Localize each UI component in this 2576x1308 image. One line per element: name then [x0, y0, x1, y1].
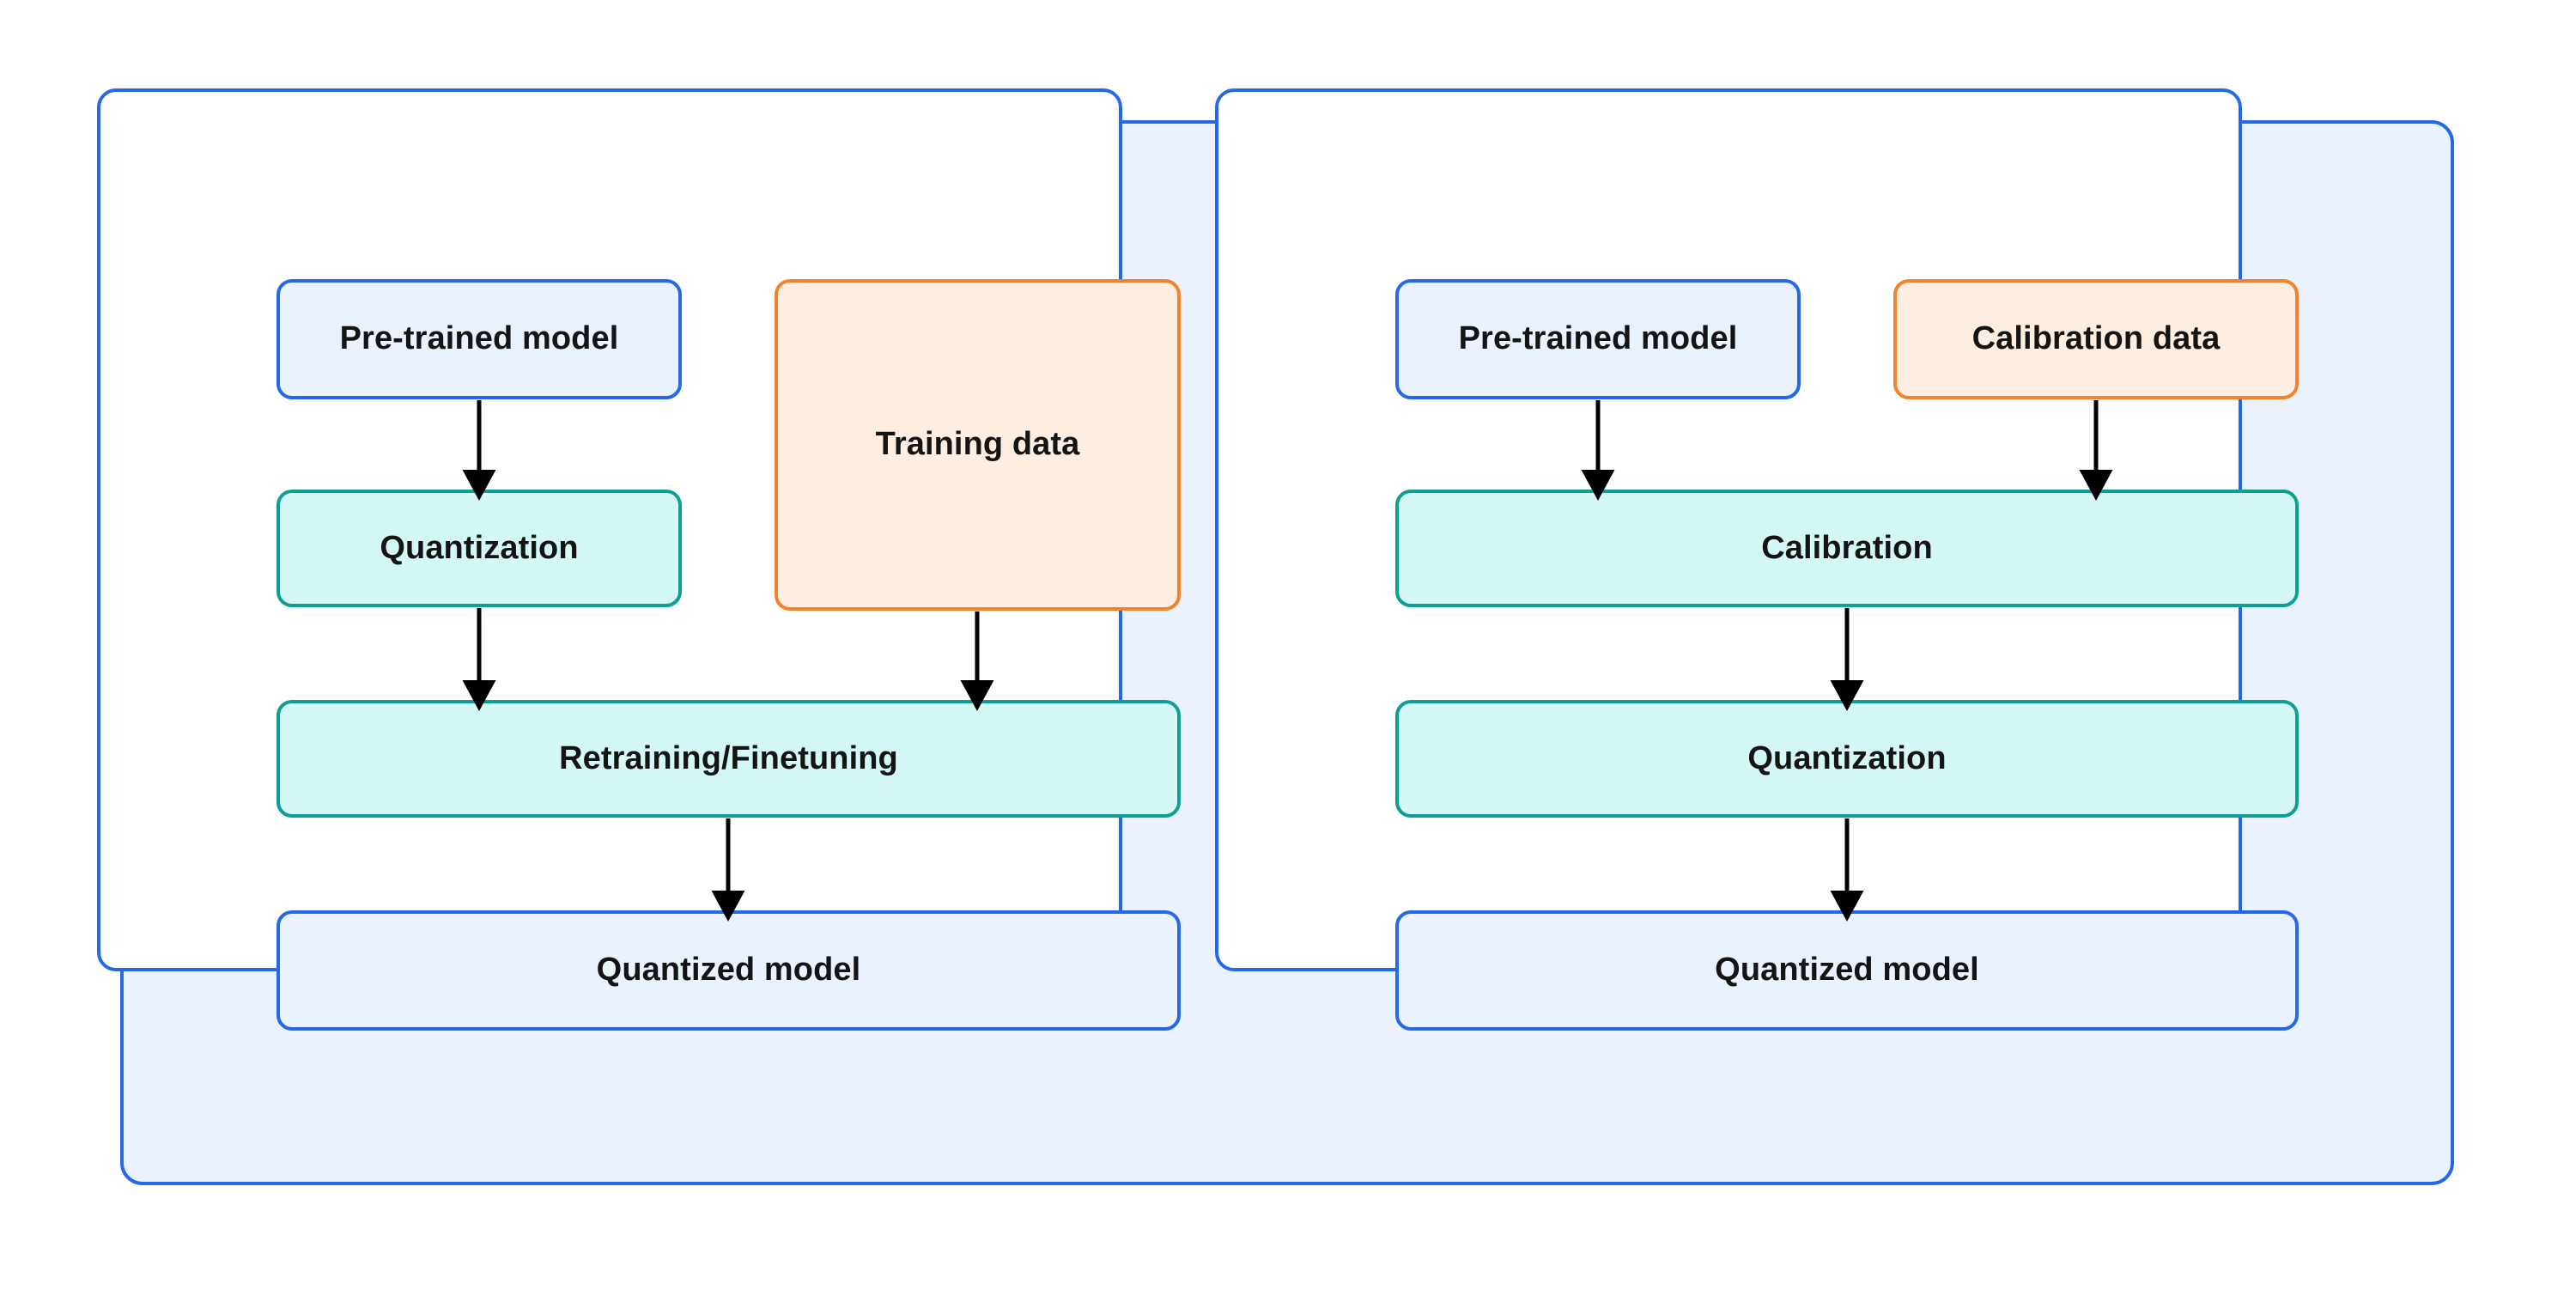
node-pre-trained-model[interactable]: Pre-trained model — [276, 279, 682, 399]
node-pre-trained-model-2[interactable]: Pre-trained model — [1395, 279, 1801, 399]
node-quantization[interactable]: Quantization — [276, 490, 682, 607]
node-calibration[interactable]: Calibration — [1395, 490, 2299, 607]
node-quantization-2[interactable]: Quantization — [1395, 700, 2299, 818]
node-label: Quantization — [380, 529, 579, 566]
node-retraining-finetuning[interactable]: Retraining/Finetuning — [276, 700, 1181, 818]
node-calibration-data[interactable]: Calibration data — [1893, 279, 2299, 399]
node-label: Retraining/Finetuning — [559, 739, 898, 776]
node-quantized-model[interactable]: Quantized model — [276, 910, 1181, 1031]
node-quantized-model-2[interactable]: Quantized model — [1395, 910, 2299, 1031]
node-label: Quantization — [1747, 739, 1947, 776]
node-label: Pre-trained model — [339, 320, 619, 357]
node-label: Training data — [875, 426, 1080, 463]
node-label: Calibration — [1761, 529, 1933, 566]
node-label: Pre-trained model — [1458, 320, 1738, 357]
node-label: Calibration data — [1971, 320, 2221, 357]
node-label: Quantized model — [1715, 952, 1979, 989]
node-training-data[interactable]: Training data — [775, 279, 1181, 611]
node-label: Quantized model — [596, 952, 861, 989]
